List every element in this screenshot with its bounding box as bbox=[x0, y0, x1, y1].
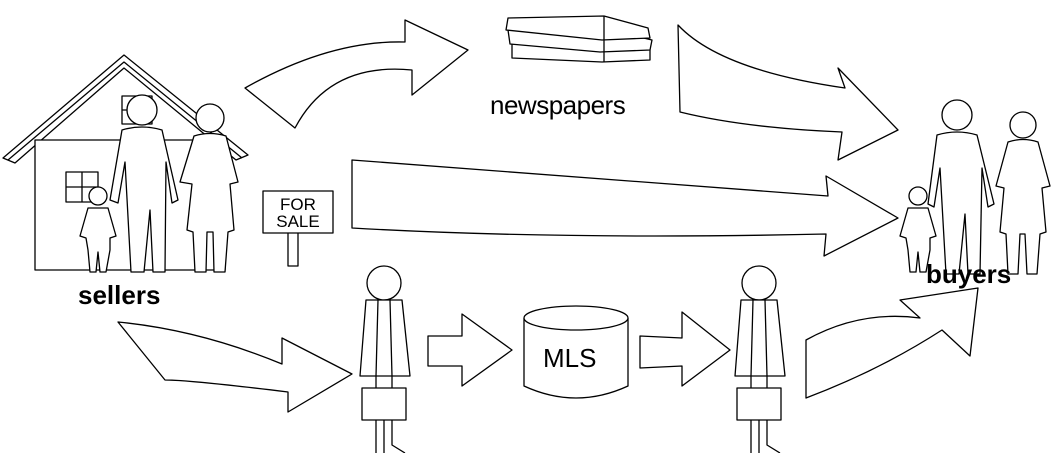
sign-line-1: FOR bbox=[280, 195, 316, 214]
arrow-sellers-to-agent bbox=[117, 321, 353, 413]
mls-database-icon bbox=[523, 305, 629, 399]
buyer-agent-icon bbox=[734, 265, 786, 453]
arrow-newspapers-to-buyers bbox=[677, 24, 899, 161]
sign-line-2: SALE bbox=[276, 212, 320, 231]
sellers-label: sellers bbox=[78, 280, 161, 310]
arrow-agent-to-buyers bbox=[805, 287, 979, 399]
for-sale-sign-icon bbox=[262, 190, 334, 267]
buyers-label: buyers bbox=[926, 259, 1012, 289]
newspapers-label: newspapers bbox=[490, 90, 626, 120]
for-sale-sign-text: FOR SALE bbox=[268, 196, 328, 230]
seller-family-icon bbox=[79, 94, 239, 273]
arrow-agent-to-mls bbox=[427, 313, 513, 387]
seller-agent-icon bbox=[359, 265, 411, 453]
newspapers-icon bbox=[505, 15, 653, 63]
mls-label: MLS bbox=[543, 343, 597, 373]
buyer-family-icon bbox=[899, 99, 1051, 275]
arrow-sellers-to-newspapers bbox=[244, 19, 469, 129]
arrow-sign-to-buyers bbox=[351, 159, 899, 257]
arrow-mls-to-agent bbox=[639, 311, 731, 387]
